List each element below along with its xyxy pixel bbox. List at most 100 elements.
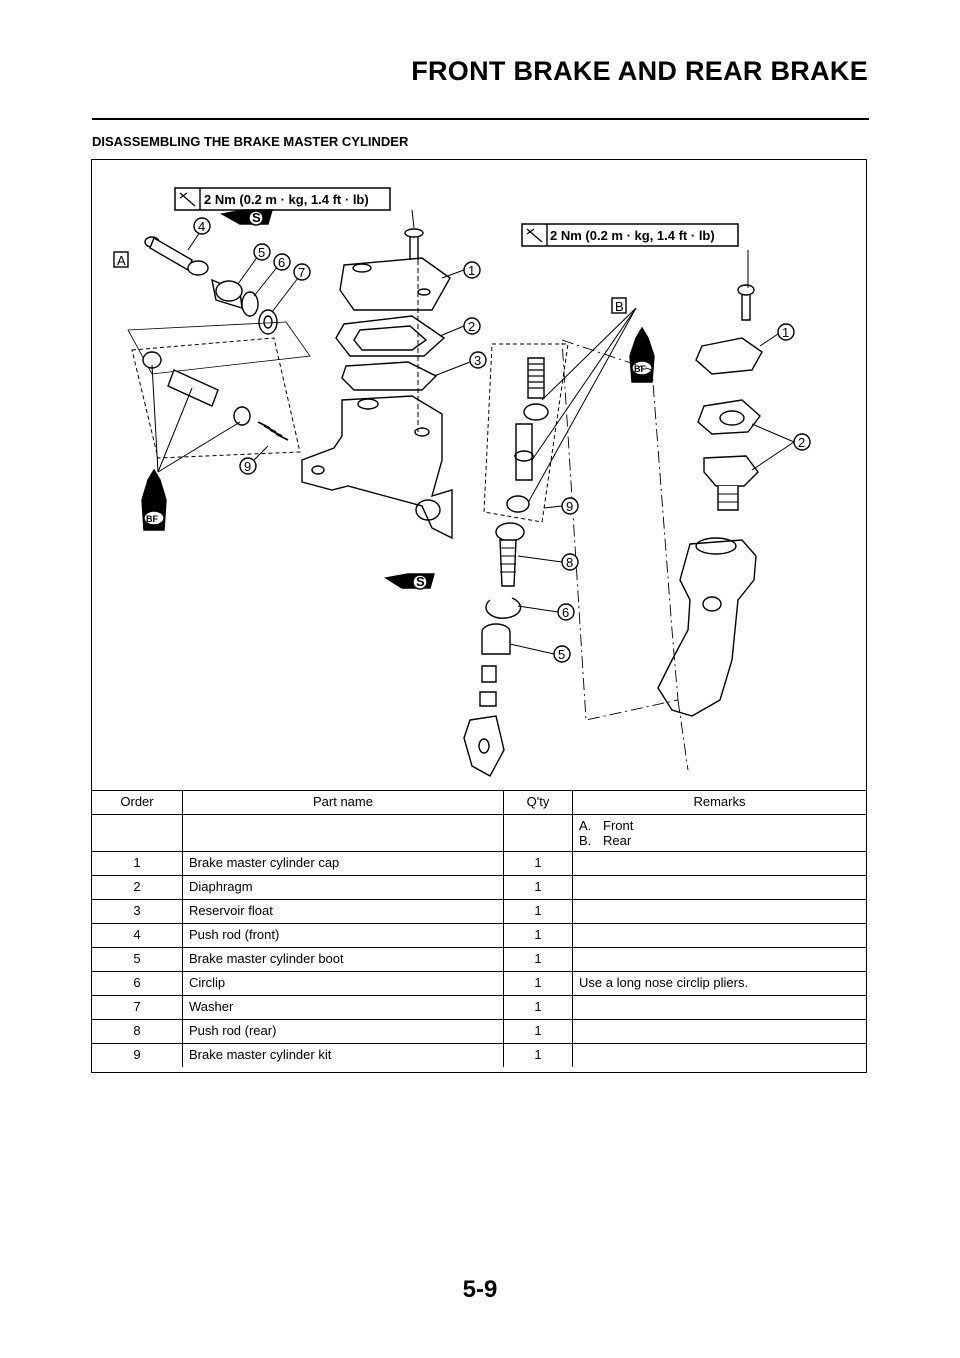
- label-a: A: [113, 251, 129, 268]
- callout-text: 2: [468, 319, 475, 334]
- rear-push-rod: [495, 522, 525, 587]
- page-number: 5-9: [462, 1276, 498, 1303]
- rear-clevis: [463, 665, 505, 777]
- label-a-text: A: [117, 253, 126, 268]
- section-title: DISASSEMBLING THE BRAKE MASTER CYLINDER: [92, 134, 409, 149]
- legend-key: B.: [579, 833, 592, 848]
- callout-front-9: 9: [239, 445, 269, 475]
- cell-order: 9: [92, 1043, 183, 1067]
- torque-rear-text: 2 Nm (0.2 m · kg, 1.4 ft · lb): [550, 228, 715, 243]
- cell-order: 3: [92, 899, 183, 924]
- cell-remarks: [572, 851, 866, 876]
- rear-boot: [481, 623, 511, 655]
- cell-remarks: [572, 875, 866, 900]
- callout-front-5: 5: [237, 243, 271, 285]
- grease-mark-rear: S: [384, 573, 435, 590]
- cell-qty: 1: [503, 947, 573, 972]
- legend-front: A. Front: [579, 818, 860, 833]
- cell-remarks: [572, 1043, 866, 1067]
- callout-front-7: 7: [271, 263, 311, 313]
- callout-front-3: 3: [433, 351, 487, 377]
- label-b: B: [611, 297, 627, 314]
- cell-order: 1: [92, 851, 183, 876]
- legend-cell: A. Front B. Rear: [572, 814, 866, 852]
- rear-master-cylinder-body: [657, 537, 757, 717]
- torque-spec-rear: 2 Nm (0.2 m · kg, 1.4 ft · lb): [521, 223, 739, 247]
- cell-part-name: Brake master cylinder cap: [182, 851, 504, 876]
- parts-table: Order Part name Q'ty Remarks A. Front B. R…: [92, 790, 866, 1067]
- callout-rear-5: 5: [509, 643, 571, 663]
- rear-diaphragm: [697, 399, 761, 435]
- col-header-remarks: Remarks: [572, 790, 866, 815]
- grease-s-text-rear: S: [416, 574, 425, 589]
- front-master-cylinder-body: [301, 395, 453, 540]
- torque-front-text: 2 Nm (0.2 m · kg, 1.4 ft · lb): [204, 192, 369, 207]
- brake-fluid-bottle-rear: BF: [629, 326, 655, 383]
- callout-front-1: 1: [441, 261, 481, 279]
- legend-text: Front: [603, 818, 634, 833]
- bf-text-front: BF: [146, 514, 158, 524]
- cell-remarks: [572, 899, 866, 924]
- callout-text: 5: [258, 245, 265, 260]
- cell-order: 4: [92, 923, 183, 948]
- callout-text: 5: [558, 647, 565, 662]
- cell-qty: 1: [503, 923, 573, 948]
- grease-s-text: S: [252, 210, 261, 225]
- cell-qty: 1: [503, 899, 573, 924]
- exploded-diagram: 2 Nm (0.2 m · kg, 1.4 ft · lb) 2 Nm (0.2…: [92, 160, 866, 790]
- callout-rear-6: 6: [517, 603, 575, 621]
- front-reservoir-cap: [339, 257, 451, 311]
- cell-part-name: Circlip: [182, 971, 504, 996]
- callout-front-4: 4: [187, 217, 211, 251]
- callout-text: 6: [562, 605, 569, 620]
- cell-remarks: [572, 923, 866, 948]
- cell-qty: 1: [503, 995, 573, 1020]
- front-boot: [211, 278, 243, 309]
- rear-float: [703, 455, 759, 511]
- cell-part-name: Push rod (front): [182, 923, 504, 948]
- cell-remarks: [572, 947, 866, 972]
- legend-key: A.: [579, 818, 592, 833]
- cell-part-name: Washer: [182, 995, 504, 1020]
- callout-rear-1: 1: [759, 323, 795, 347]
- table-row-legend: A. Front B. Rear: [92, 814, 866, 852]
- rear-cap: [695, 284, 763, 375]
- col-header-qty: Q'ty: [503, 790, 573, 815]
- label-b-text: B: [615, 299, 624, 314]
- callout-text: 9: [566, 499, 573, 514]
- callout-text: 3: [474, 353, 481, 368]
- col-header-order: Order: [92, 790, 183, 815]
- wrench-icon: [179, 192, 196, 207]
- cell-qty: 1: [503, 1043, 573, 1067]
- cell-order: 7: [92, 995, 183, 1020]
- cell-part-name: Brake master cylinder boot: [182, 947, 504, 972]
- torque-spec-front: 2 Nm (0.2 m · kg, 1.4 ft · lb): [174, 187, 391, 211]
- callout-text: 8: [566, 555, 573, 570]
- cell-qty: 1: [503, 851, 573, 876]
- cell-part-name: Brake master cylinder kit: [182, 1043, 504, 1067]
- callout-text: 9: [244, 459, 251, 474]
- legend-text: Rear: [603, 833, 632, 848]
- wrench-icon: [526, 228, 543, 243]
- cell-remarks: [572, 1019, 866, 1044]
- cell-qty: 1: [503, 875, 573, 900]
- grease-mark-front: S: [219, 209, 273, 226]
- legend-rear: B. Rear: [579, 833, 860, 848]
- cell-part-name: Reservoir float: [182, 899, 504, 924]
- callout-text: 1: [782, 325, 789, 340]
- front-reservoir-float: [341, 361, 438, 391]
- callout-text: 1: [468, 263, 475, 278]
- col-header-part-name: Part name: [182, 790, 504, 815]
- cell-remarks: [572, 995, 866, 1020]
- cell-order: 2: [92, 875, 183, 900]
- front-screw: [404, 228, 424, 260]
- callout-text: 7: [298, 265, 305, 280]
